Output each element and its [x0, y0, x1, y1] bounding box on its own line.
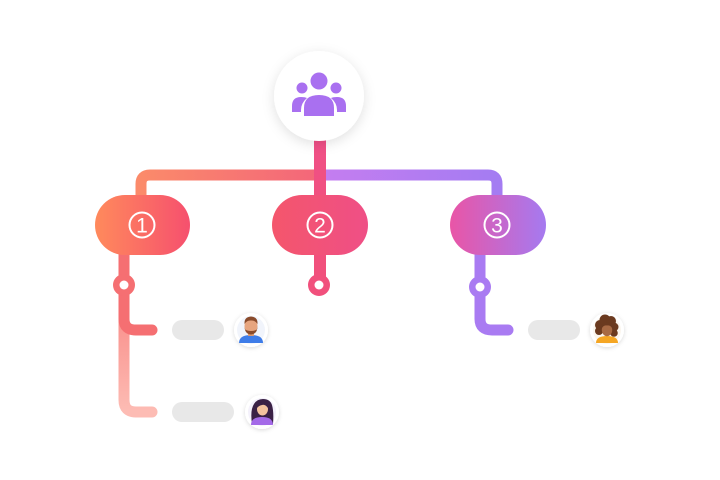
connector-top-left: [135, 169, 326, 216]
group-node-2[interactable]: 2: [272, 195, 368, 255]
connector-top-right: [314, 169, 503, 216]
connector-group-3-member-1: [474, 234, 514, 336]
connector-group-1-member-1: [118, 234, 158, 336]
team-icon: [292, 72, 346, 116]
group-2-joint-hole: [314, 280, 324, 290]
woman-long-hair-avatar-icon[interactable]: [245, 395, 279, 429]
group-node-2-label: 2: [314, 215, 326, 238]
group-node-1-label: 1: [136, 215, 148, 238]
group-node-3-label: 3: [491, 215, 503, 238]
member-name-placeholder: [528, 320, 580, 340]
man-with-beard-avatar-icon[interactable]: [234, 313, 268, 347]
member-name-placeholder: [172, 402, 234, 422]
connector-group-1-member-2: [118, 294, 158, 418]
group-1-joint-hole: [119, 280, 129, 290]
woman-curly-hair-avatar-icon[interactable]: [590, 313, 624, 347]
group-node-1[interactable]: 1: [95, 195, 190, 255]
group-node-3[interactable]: 3: [450, 195, 546, 255]
member-name-placeholder: [172, 320, 224, 340]
group-3-joint-hole: [475, 282, 485, 292]
team-hub[interactable]: [274, 51, 364, 141]
